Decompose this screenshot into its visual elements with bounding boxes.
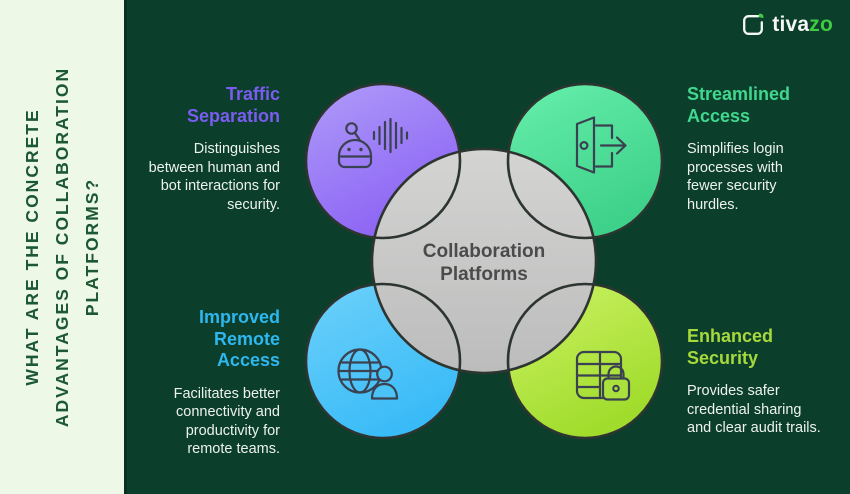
circle-center xyxy=(372,149,596,373)
item-traffic-separation: Traffic Separation Distinguishes between… xyxy=(138,84,280,214)
circle-outlines xyxy=(304,82,664,440)
item-description-traffic-separation: Distinguishes between human and bot inte… xyxy=(148,141,280,213)
bot-voice-icon xyxy=(337,117,409,169)
item-title-streamlined-access: Streamlined Access xyxy=(687,84,791,126)
brand-name-accent: zo xyxy=(809,13,833,36)
table-lock-icon xyxy=(575,350,631,401)
center-label: Collaboration Platforms xyxy=(422,241,546,285)
item-streamlined-access: Streamlined Access Simplifies login proc… xyxy=(687,84,837,214)
brand-name-primary: tiva xyxy=(772,13,810,36)
item-improved-remote-access: Improved Remote Access Facilitates bette… xyxy=(138,307,280,459)
item-title-improved-remote-access: Improved Remote Access xyxy=(198,307,280,370)
item-description-improved-remote-access: Facilitates better connectivity and prod… xyxy=(173,385,280,458)
item-enhanced-security: Enhanced Security Provides safer credent… xyxy=(687,326,839,438)
brand-name: tivazo xyxy=(772,13,833,37)
item-title-enhanced-security: Enhanced Security xyxy=(687,326,774,368)
item-description-enhanced-security: Provides safer credential sharing and cl… xyxy=(687,383,821,436)
sidebar: WHAT ARE THE CONCRETE ADVANTAGES OF COLL… xyxy=(0,0,127,494)
door-exit-icon xyxy=(575,116,627,174)
tivazo-checkbox-leaf-icon xyxy=(741,13,765,37)
item-description-streamlined-access: Simplifies login processes with fewer se… xyxy=(687,141,784,213)
globe-user-icon xyxy=(337,348,399,400)
brand-logo: tivazo xyxy=(741,13,833,37)
item-title-traffic-separation: Traffic Separation xyxy=(186,84,280,126)
